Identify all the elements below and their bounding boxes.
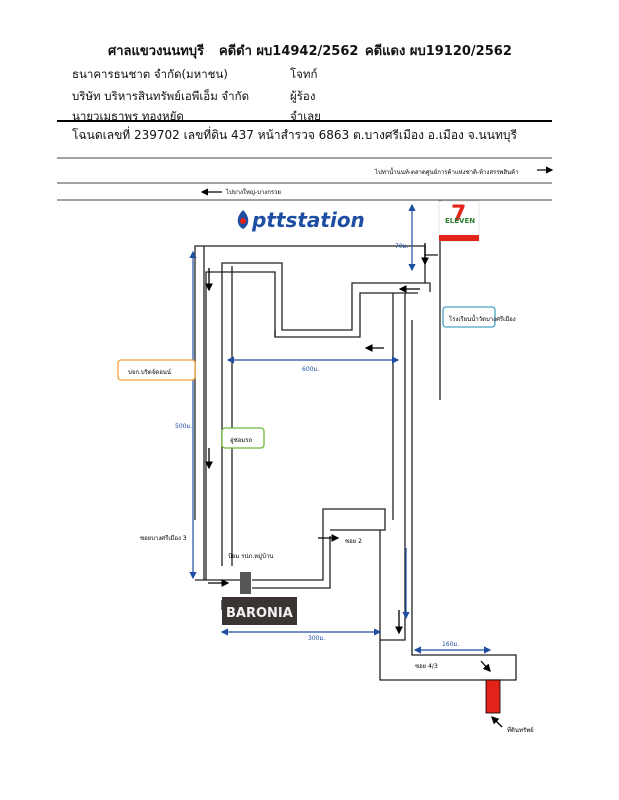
seven-eleven-logo: 7 ELEVEN [438,200,480,242]
soi43-label: ซอย 4/3 [415,663,438,670]
baronia-sign: BARONIA [222,597,297,625]
plaintiff-role: โจทก์ [290,67,318,81]
distance-70m: 70ม. [395,243,409,250]
soi2-label: ซอย 2 [345,538,362,545]
ptt-logo: pttstation [237,208,365,232]
distance-600m: 600ม. [302,366,319,373]
road-label-right: ไปท่าน้ำนนท์-ตลาดศูนย์การค้าแห่งชาติ-ห้า… [374,166,519,176]
baronia-text: BARONIA [226,606,293,621]
header-divider [57,120,552,122]
route-arrows [205,243,503,728]
red-case-number: คดีแดง ผบ19120/2562 [365,44,512,59]
property-marker [485,679,501,714]
distance-300m: 300ม. [308,635,325,642]
distance-500m: 500ม. [175,423,192,430]
market-label: อู่ซ่อมรถ [230,437,252,444]
black-case-number: คดีดำ ผบ14942/2562 [219,44,359,59]
market-box [221,427,265,449]
distance-markers [189,203,492,654]
plaintiff-name: ธนาคารธนชาต จำกัด(มหาชน) [72,67,228,81]
deed-info: โฉนดเลขที่ 239702 เลขที่ดิน 437 หน้าสำรว… [72,128,517,142]
main-road [57,157,552,201]
distance-160m: 160ม. [442,641,459,648]
court-name: ศาลแขวงนนทบุรี [108,44,205,59]
soi-bangsri-label: ซอยบางศรีเมือง 3 [140,534,187,542]
checkpoint-marker [240,572,251,594]
defendant-role: จำเลย [290,109,321,123]
svg-text:7: 7 [451,202,466,227]
company-box [117,359,196,381]
school-box [442,306,496,328]
company-label: บจก.บริดจ์ดอนน์ [128,368,171,376]
petitioner-role: ผู้ร้อง [290,89,316,103]
defendant-name: นายวเมธาพร ทองหยัด [72,109,184,123]
petitioner-name: บริษัท บริหารสินทรัพย์เอพีเอ็ม จำกัด [72,89,250,103]
property-label: ที่ดินทรัพย์ [507,726,534,734]
school-label: โรงเรียนน้ำวัดบางศรีเมือง [449,313,516,323]
road-label-left: ไปบางใหญ่-บางกรวย [225,188,281,196]
seven-eleven-text: ELEVEN [445,217,475,225]
checkpoint-label: ป้อม รปภ.หมู่บ้าน [228,553,273,560]
ptt-logo-text: pttstation [251,208,365,232]
